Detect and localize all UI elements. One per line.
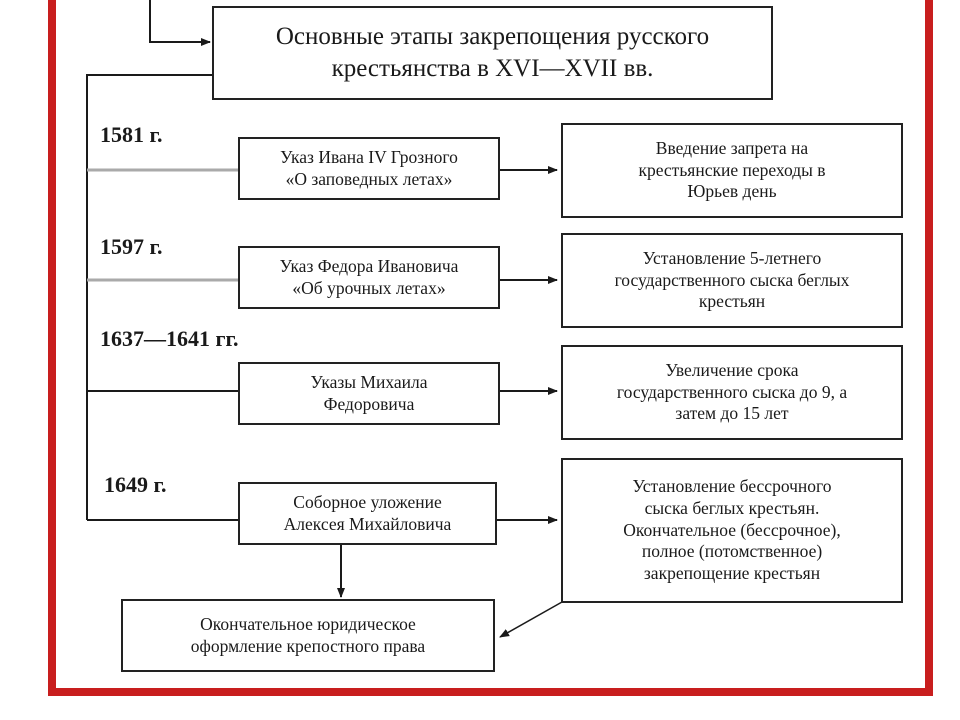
final-outcome-box: Окончательное юридическое оформление кре…: [121, 599, 495, 672]
decree-box-1581: Указ Ивана IV Грозного «О заповедных лет…: [238, 137, 500, 200]
result-box-1649: Установление бессрочного сыска беглых кр…: [561, 458, 903, 603]
result-line: государственного сыска беглых: [614, 269, 850, 290]
slide-frame: [48, 0, 933, 696]
decree-line: Соборное уложение: [293, 491, 442, 512]
decree-line: Указ Федора Ивановича: [279, 255, 459, 276]
year-label-1581: 1581 г.: [100, 122, 163, 147]
year-label-1649: 1649 г.: [104, 472, 167, 497]
result-line: крестьянские переходы в: [638, 159, 826, 180]
diagram-title: Основные этапы закрепощения русского кре…: [212, 6, 773, 100]
decree-box-1637-1641: Указы Михаила Федоровича: [238, 362, 500, 425]
result-line: затем до 15 лет: [675, 403, 789, 424]
year-label-1637-1641: 1637—1641 гг.: [100, 326, 239, 351]
result-line: крестьян: [698, 291, 766, 312]
result-box-1581: Введение запрета на крестьянские переход…: [561, 123, 903, 218]
final-line: Окончательное юридическое: [200, 613, 416, 634]
decree-line: «О заповедных летах»: [285, 168, 453, 189]
result-line: государственного сыска до 9, а: [616, 381, 848, 402]
year-label-1597: 1597 г.: [100, 234, 163, 259]
result-line: закрепощение крестьян: [643, 563, 821, 584]
arrow-result-final: [499, 601, 563, 638]
decree-line: «Об урочных летах»: [292, 277, 446, 298]
result-line: сыска беглых крестьян.: [644, 497, 820, 518]
decree-line: Указ Ивана IV Грозного: [280, 146, 458, 167]
result-box-1637-1641: Увеличение срока государственного сыска …: [561, 345, 903, 440]
decree-line: Указы Михаила: [310, 371, 428, 392]
decree-line: Алексея Михайловича: [283, 513, 452, 534]
final-line: оформление крепостного права: [190, 635, 426, 656]
result-line: Юрьев день: [687, 181, 777, 202]
timeline-trunk: [86, 74, 212, 520]
diagram-title-text: Основные этапы закрепощения русского кре…: [275, 22, 710, 83]
result-line: Установление бессрочного: [632, 475, 832, 496]
result-line: Введение запрета на: [655, 137, 809, 158]
result-line: Увеличение срока: [665, 359, 799, 380]
decree-line: Федоровича: [323, 393, 415, 414]
result-box-1597: Установление 5-летнего государственного …: [561, 233, 903, 328]
title-entry-arrow: [149, 0, 211, 46]
result-line: Установление 5-летнего: [642, 247, 822, 268]
decree-box-1649: Соборное уложение Алексея Михайловича: [238, 482, 497, 545]
result-line: Окончательное (бессрочное),: [623, 519, 841, 540]
decree-box-1597: Указ Федора Ивановича «Об урочных летах»: [238, 246, 500, 309]
result-line: полное (потомственное): [641, 541, 823, 562]
